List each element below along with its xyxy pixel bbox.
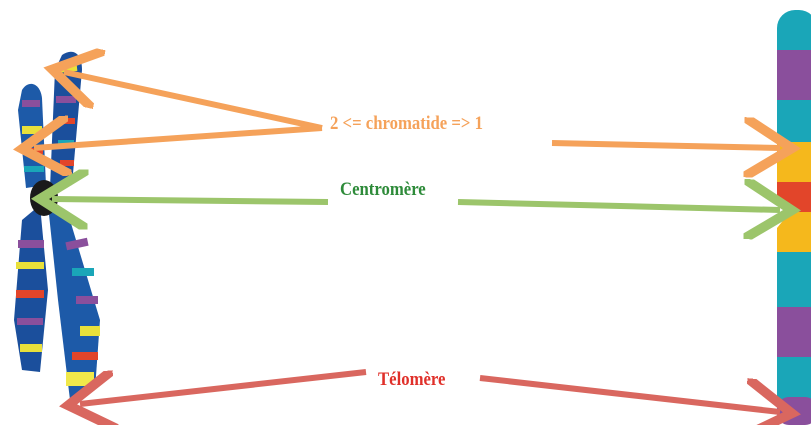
x-shaped-chromosome-icon bbox=[14, 51, 100, 400]
telomere-label: Télomère bbox=[378, 369, 446, 390]
centromere-arrows bbox=[52, 199, 780, 210]
centromere-label: Centromère bbox=[340, 179, 426, 200]
banded-chromosome-strip-icon bbox=[777, 10, 811, 425]
chromatid-label: 2 <= chromatide => 1 bbox=[330, 113, 483, 134]
telomere-arrows bbox=[80, 369, 780, 412]
chromatid-arrows bbox=[34, 72, 780, 148]
